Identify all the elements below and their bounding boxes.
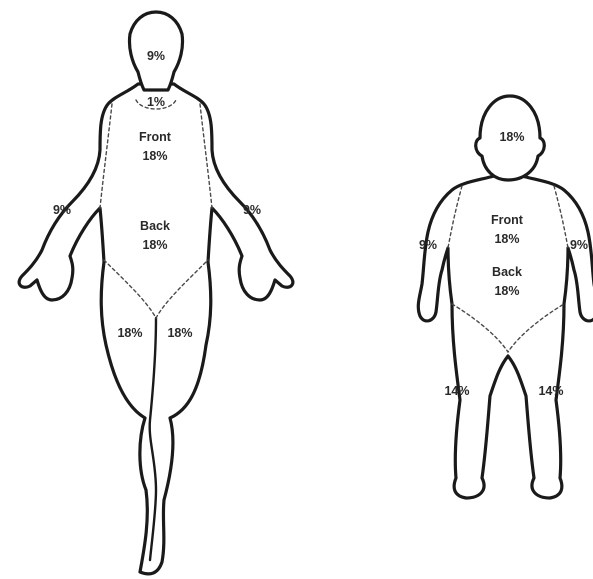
adult-head-label: 9% <box>147 49 165 63</box>
child-figure: 18% Front 18% Back 18% 9% 9% 14% 14% <box>418 96 593 498</box>
adult-neck-label: 1% <box>147 95 165 109</box>
adult-trunk-back-value: 18% <box>142 238 167 252</box>
adult-trunk-back-label: Back <box>140 219 170 233</box>
child-trunk-front-label: Front <box>491 213 524 227</box>
adult-right-arm-label: 9% <box>243 203 261 217</box>
adult-right-leg-label: 18% <box>167 326 192 340</box>
child-trunk-back-value: 18% <box>494 284 519 298</box>
adult-left-leg-label: 18% <box>117 326 142 340</box>
child-head-label: 18% <box>499 130 524 144</box>
adult-trunk-front-value: 18% <box>142 149 167 163</box>
child-right-leg-label: 14% <box>538 384 563 398</box>
child-left-leg-label: 14% <box>444 384 469 398</box>
child-left-arm-label: 9% <box>419 238 437 252</box>
adult-figure: 9% 1% Front 18% Back 18% 9% 9% 18% 18% <box>19 12 293 574</box>
child-trunk-front-value: 18% <box>494 232 519 246</box>
adult-left-arm-label: 9% <box>53 203 71 217</box>
adult-trunk-front-label: Front <box>139 130 172 144</box>
child-right-arm-label: 9% <box>570 238 588 252</box>
child-trunk-back-label: Back <box>492 265 522 279</box>
